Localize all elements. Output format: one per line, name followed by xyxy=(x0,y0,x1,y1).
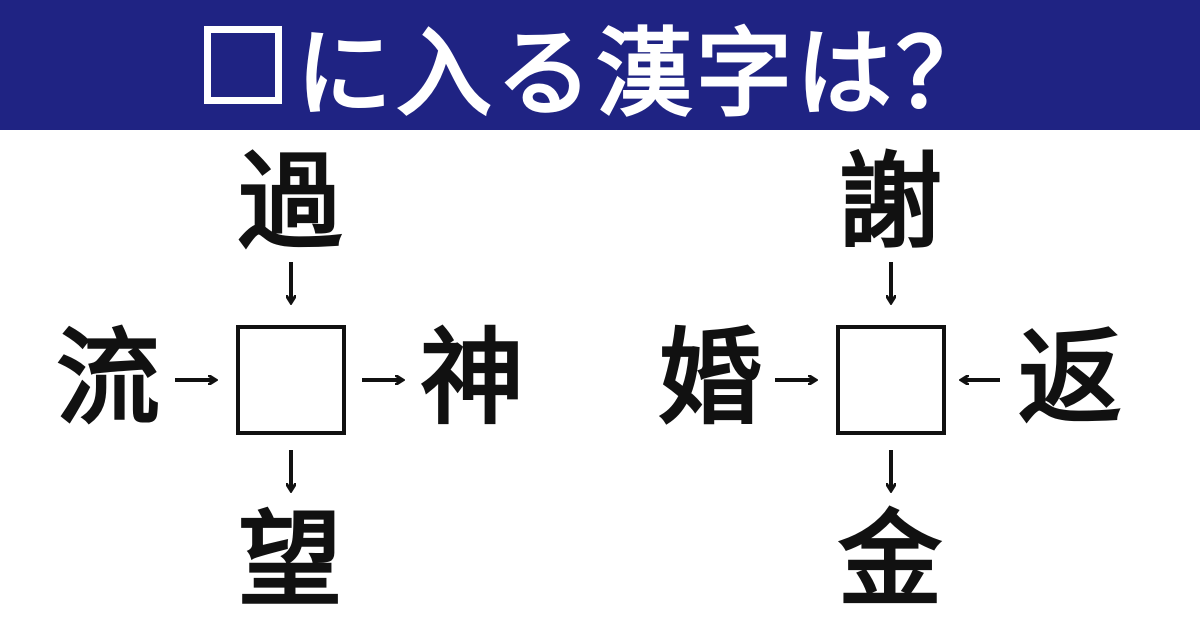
puzzle1-bottom-kanji: 望 xyxy=(237,499,342,621)
header-banner xyxy=(0,0,1200,130)
puzzle1-right-kanji: 神 xyxy=(419,317,524,439)
puzzle2-answer-box[interactable] xyxy=(836,325,946,435)
puzzle2-top-kanji: 謝 xyxy=(837,141,942,263)
puzzle2-left-kanji: 婚 xyxy=(657,317,762,439)
puzzle1-answer-box[interactable] xyxy=(236,325,346,435)
puzzle1-left-kanji: 流 xyxy=(55,317,160,439)
puzzle1-top-kanji: 過 xyxy=(237,141,342,263)
puzzle2-bottom-kanji: 金 xyxy=(837,499,942,621)
title-text: に入る漢字は？ xyxy=(296,17,996,130)
page-title: に入る漢字は？ xyxy=(0,0,1200,130)
blank-square-icon xyxy=(204,26,282,104)
puzzle2-right-kanji: 返 xyxy=(1017,317,1122,439)
